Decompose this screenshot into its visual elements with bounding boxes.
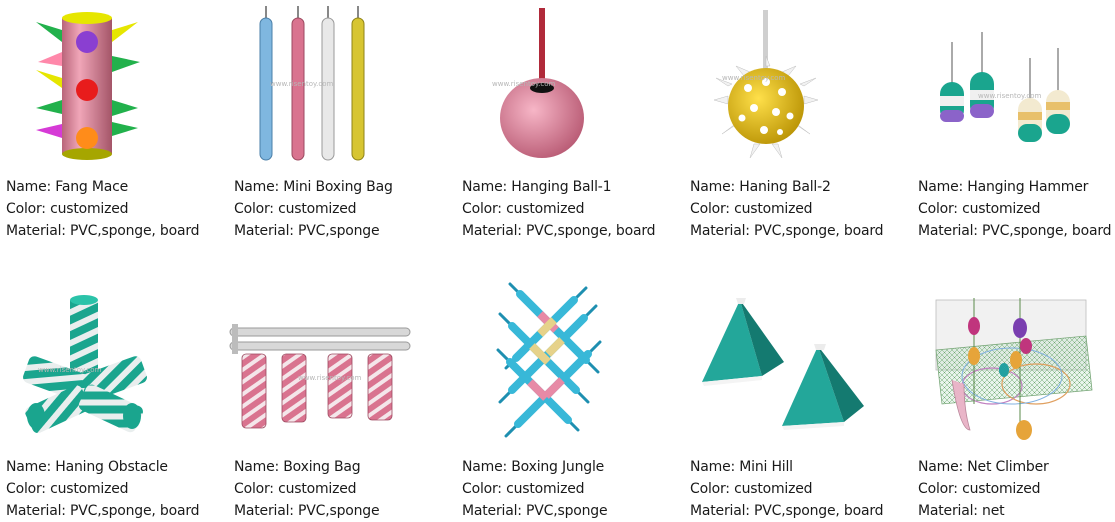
product-color: Color: customized [6, 481, 129, 497]
product-color: Color: customized [918, 481, 1041, 497]
haning-ball-2-image: www.risentoy.com [684, 0, 912, 168]
product-card-mini-boxing-bag[interactable]: www.risentoy.com Name: Mini Boxing Bag C… [228, 0, 456, 260]
mini-hill-image [684, 280, 912, 448]
product-card-mini-hill[interactable]: Name: Mini Hill Color: customized Materi… [684, 280, 912, 522]
product-card-boxing-jungle[interactable]: Name: Boxing Jungle Color: customized Ma… [456, 280, 684, 522]
watermark: www.risentoy.com [38, 366, 101, 374]
product-material: Material: PVC,sponge [462, 503, 608, 519]
product-info: Name: Net Climber Color: customized Mate… [918, 456, 1115, 522]
product-name: Name: Hanging Ball-1 [462, 179, 612, 195]
product-color: Color: customized [918, 201, 1041, 217]
product-color: Color: customized [234, 201, 357, 217]
product-info: Name: Boxing Bag Color: customized Mater… [234, 456, 456, 522]
product-info: Name: Hanging Ball-1 Color: customized M… [462, 176, 684, 242]
product-name: Name: Net Climber [918, 459, 1049, 475]
watermark: www.risentoy.com [270, 80, 333, 88]
product-info: Name: Mini Hill Color: customized Materi… [690, 456, 912, 522]
product-name: Name: Mini Boxing Bag [234, 179, 393, 195]
watermark: www.risentoy.com [298, 374, 361, 382]
product-color: Color: customized [462, 201, 585, 217]
watermark: www.risentoy.com [492, 80, 555, 88]
product-material: Material: PVC,sponge, board [918, 223, 1112, 239]
product-info: Name: Haning Ball-2 Color: customized Ma… [690, 176, 912, 242]
product-color: Color: customized [462, 481, 585, 497]
product-color: Color: customized [6, 201, 129, 217]
watermark: www.risentoy.com [978, 92, 1041, 100]
product-info: Name: Mini Boxing Bag Color: customized … [234, 176, 456, 242]
product-info: Name: Hanging Hammer Color: customized M… [918, 176, 1115, 242]
product-card-haning-ball-2[interactable]: www.risentoy.com Name: Haning Ball-2 Col… [684, 0, 912, 260]
net-climber-image [912, 280, 1115, 448]
hanging-hammer-image: www.risentoy.com [912, 0, 1115, 168]
product-info: Name: Haning Obstacle Color: customized … [6, 456, 228, 522]
product-material: Material: net [918, 503, 1005, 519]
product-material: Material: PVC,sponge, board [6, 223, 200, 239]
boxing-jungle-image [456, 280, 684, 448]
product-name: Name: Fang Mace [6, 179, 128, 195]
product-color: Color: customized [690, 201, 813, 217]
product-color: Color: customized [690, 481, 813, 497]
product-name: Name: Mini Hill [690, 459, 793, 475]
haning-obstacle-image: www.risentoy.com [0, 280, 228, 448]
product-material: Material: PVC,sponge [234, 223, 380, 239]
product-name: Name: Haning Ball-2 [690, 179, 831, 195]
product-card-boxing-bag[interactable]: www.risentoy.com Name: Boxing Bag Color:… [228, 280, 456, 522]
product-color: Color: customized [234, 481, 357, 497]
fang-mace-image [0, 0, 228, 168]
product-name: Name: Boxing Bag [234, 459, 361, 475]
product-card-hanging-hammer[interactable]: www.risentoy.com Name: Hanging Hammer Co… [912, 0, 1115, 260]
product-material: Material: PVC,sponge, board [690, 223, 884, 239]
product-material: Material: PVC,sponge, board [690, 503, 884, 519]
product-name: Name: Hanging Hammer [918, 179, 1089, 195]
product-card-net-climber[interactable]: Name: Net Climber Color: customized Mate… [912, 280, 1115, 522]
product-name: Name: Haning Obstacle [6, 459, 168, 475]
product-card-haning-obstacle[interactable]: www.risentoy.com Name: Haning Obstacle C… [0, 280, 228, 522]
product-material: Material: PVC,sponge [234, 503, 380, 519]
mini-boxing-bag-image: www.risentoy.com [228, 0, 456, 168]
product-card-hanging-ball-1[interactable]: www.risentoy.com Name: Hanging Ball-1 Co… [456, 0, 684, 260]
product-info: Name: Fang Mace Color: customized Materi… [6, 176, 228, 242]
product-material: Material: PVC,sponge, board [6, 503, 200, 519]
watermark: www.risentoy.com [722, 74, 785, 82]
product-material: Material: PVC,sponge, board [462, 223, 656, 239]
boxing-bag-image: www.risentoy.com [228, 280, 456, 448]
hanging-ball-1-image: www.risentoy.com [456, 0, 684, 168]
product-card-fang-mace[interactable]: Name: Fang Mace Color: customized Materi… [0, 0, 228, 260]
product-name: Name: Boxing Jungle [462, 459, 605, 475]
product-info: Name: Boxing Jungle Color: customized Ma… [462, 456, 684, 522]
